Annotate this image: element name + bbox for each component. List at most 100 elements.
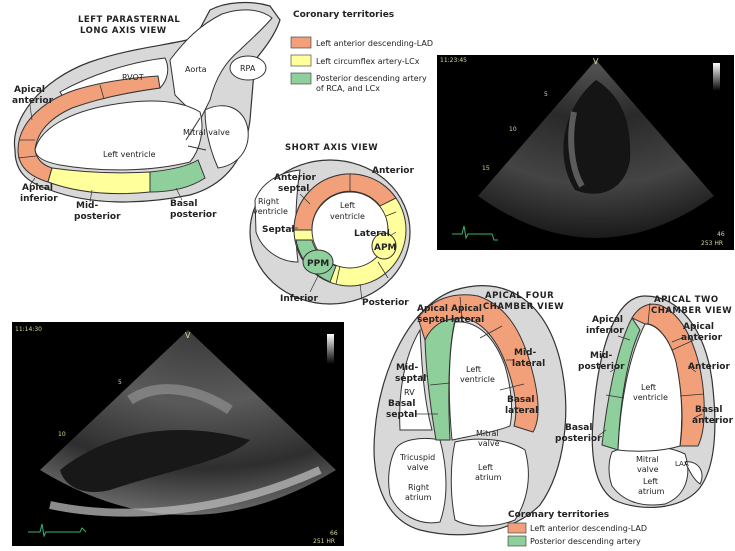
legend-top-swatch-lcx xyxy=(291,55,311,66)
plax-title-line1: LEFT PARASTERNAL xyxy=(78,15,180,25)
a2c-label-apical-inferior-2: inferior xyxy=(586,326,624,336)
a4c-label-apical-lateral-1: Apical xyxy=(451,304,482,314)
a2c-label-mid-posterior-1: Mid- xyxy=(590,351,612,361)
plax-label-aorta: Aorta xyxy=(185,65,207,74)
plax-label-apical-anterior-1: Apical xyxy=(14,85,45,95)
legend-bottom-label-lad: Left anterior descending-LAD xyxy=(530,524,647,533)
a2c-label-left-atrium-2: atrium xyxy=(638,487,665,496)
a4c-label-apical-septal-1: Apical xyxy=(417,304,448,314)
legend-top-swatch-pda xyxy=(291,73,311,84)
plax-label-rpa: RPA xyxy=(240,64,256,73)
a4c-label-mid-septal-2: septal xyxy=(395,374,426,384)
a2c-label-apical-inferior-1: Apical xyxy=(592,315,623,325)
sax-label-septal: Septal xyxy=(262,225,295,235)
a2c-label-left-atrium-1: Left xyxy=(643,477,658,486)
plax-label-apical-inferior-1: Apical xyxy=(22,183,53,193)
echo-bottom-fps: 66 xyxy=(330,530,338,537)
sax-label-apm: APM xyxy=(374,243,397,253)
legend-bottom-label-pda: Posterior descending artery xyxy=(530,537,641,546)
a4c-label-tricuspid-2: valve xyxy=(407,463,429,472)
echo-top-grayscale-bar xyxy=(713,63,720,91)
a2c-label-apical-anterior-2: anterior xyxy=(681,333,723,343)
a4c-label-rv: RV xyxy=(404,388,415,397)
sax-label-anterior: Anterior xyxy=(372,166,414,176)
a4c-label-mitral-1: Mitral xyxy=(476,429,499,438)
a4c-label-mid-lateral-1: Mid- xyxy=(514,348,536,358)
plax-label-basal-posterior-1: Basal xyxy=(170,199,197,209)
echo-bottom-depth-5: 5 xyxy=(118,379,122,386)
plax-label-mitral: Mitral valve xyxy=(183,128,230,137)
plax-label-apical-inferior-2: inferior xyxy=(20,194,58,204)
a4c-label-left-atrium-2: atrium xyxy=(475,473,502,482)
a2c-label-basal-anterior-2: anterior xyxy=(692,416,734,426)
sax-label-anterior-septal-2: septal xyxy=(278,184,309,194)
legend-top-label-lcx: Left circumflex artery-LCx xyxy=(316,57,420,66)
plax-label-rvot: RVOT xyxy=(122,73,144,82)
a2c-label-basal-anterior-1: Basal xyxy=(695,405,722,415)
plax-label-mid-posterior-1: Mid- xyxy=(76,201,98,211)
sax-label-ppm: PPM xyxy=(307,259,329,269)
legend-bottom-title: Coronary territories xyxy=(508,510,609,520)
a4c-label-lv-2: ventricle xyxy=(460,375,495,384)
legend-bottom-swatch-pda xyxy=(508,536,526,546)
a2c-label-lv-2: ventricle xyxy=(633,393,668,402)
echo-top-image: 11:23:45 V 5 10 15 46 253 HR xyxy=(437,55,734,250)
parasternal-long-axis-diagram: LEFT PARASTERNAL LONG AXIS VIEW RVOT Aor… xyxy=(12,3,280,222)
echo-bottom-image: 11:14:30 V 5 10 66 251 HR xyxy=(12,322,344,546)
echo-top-depth-5: 5 xyxy=(544,91,548,98)
a2c-title-line1: APICAL TWO xyxy=(654,295,719,305)
a4c-label-left-atrium-1: Left xyxy=(478,463,493,472)
a4c-label-lv-1: Left xyxy=(466,365,481,374)
echo-top-hr: 253 HR xyxy=(701,240,723,247)
a4c-label-right-atrium-1: Right xyxy=(408,483,429,492)
a4c-label-mid-lateral-2: lateral xyxy=(512,359,545,369)
a2c-label-lv-1: Left xyxy=(641,383,656,392)
echo-bottom-marker: V xyxy=(185,331,191,340)
plax-label-apical-anterior-2: anterior xyxy=(12,96,54,106)
echo-bottom-time: 11:14:30 xyxy=(15,326,42,333)
legend-top-title: Coronary territories xyxy=(293,10,394,20)
sax-label-posterior: Posterior xyxy=(362,298,409,308)
a2c-label-basal-posterior-2: posterior xyxy=(555,434,602,444)
echo-top-time: 11:23:45 xyxy=(440,57,467,64)
sax-label-lv-2: ventricle xyxy=(330,212,365,221)
a4c-label-apical-lateral-2: lateral xyxy=(451,315,484,325)
a4c-label-right-atrium-2: atrium xyxy=(405,493,432,502)
echo-bottom-hr: 251 HR xyxy=(313,538,335,545)
a4c-label-mid-septal-1: Mid- xyxy=(396,363,418,373)
plax-label-mid-posterior-2: posterior xyxy=(74,212,121,222)
a4c-label-basal-lateral-1: Basal xyxy=(507,395,534,405)
plax-title-line2: LONG AXIS VIEW xyxy=(80,26,167,36)
echo-top-marker: V xyxy=(593,57,599,66)
a4c-label-basal-septal-1: Basal xyxy=(388,399,415,409)
echo-bottom-grayscale-bar xyxy=(327,334,334,364)
apical-four-chamber-diagram: APICAL FOUR CHAMBER VIEW Apical septal A… xyxy=(374,286,566,535)
a2c-label-apical-anterior-1: Apical xyxy=(683,322,714,332)
sax-label-anterior-septal-1: Anterior xyxy=(274,173,316,183)
a4c-label-basal-septal-2: septal xyxy=(386,410,417,420)
plax-label-basal-posterior-2: posterior xyxy=(170,210,217,220)
sax-label-rv-2: ventricle xyxy=(253,207,288,216)
legend-top-label-lad: Left anterior descending-LAD xyxy=(316,39,433,48)
a4c-label-apical-septal-2: septal xyxy=(417,315,448,325)
legend-bottom: Coronary territories Left anterior desce… xyxy=(508,510,647,546)
a4c-label-mitral-2: valve xyxy=(478,439,500,448)
apical-two-chamber-diagram: APICAL TWO CHAMBER VIEW Apical inferior … xyxy=(555,295,734,507)
a4c-title-line1: APICAL FOUR xyxy=(485,291,554,301)
a2c-label-mitral-2: valve xyxy=(637,465,659,474)
sax-label-rv-1: Right xyxy=(258,197,279,206)
a4c-label-tricuspid-1: Tricuspid xyxy=(399,453,435,462)
legend-top-swatch-lad xyxy=(291,37,311,48)
echo-bottom-depth-10: 10 xyxy=(58,431,66,438)
sax-label-lv-1: Left xyxy=(340,201,355,210)
sax-label-lateral: Lateral xyxy=(354,229,390,239)
legend-bottom-swatch-lad xyxy=(508,523,526,533)
a2c-label-mitral-1: Mitral xyxy=(636,455,659,464)
a2c-label-laa: LAA xyxy=(675,460,689,468)
echo-top-depth-15: 15 xyxy=(482,165,490,172)
a4c-label-basal-lateral-2: lateral xyxy=(505,406,538,416)
plax-label-lv: Left ventricle xyxy=(103,150,156,159)
echo-top-depth-10: 10 xyxy=(509,126,517,133)
echo-top-fps: 46 xyxy=(717,231,725,238)
